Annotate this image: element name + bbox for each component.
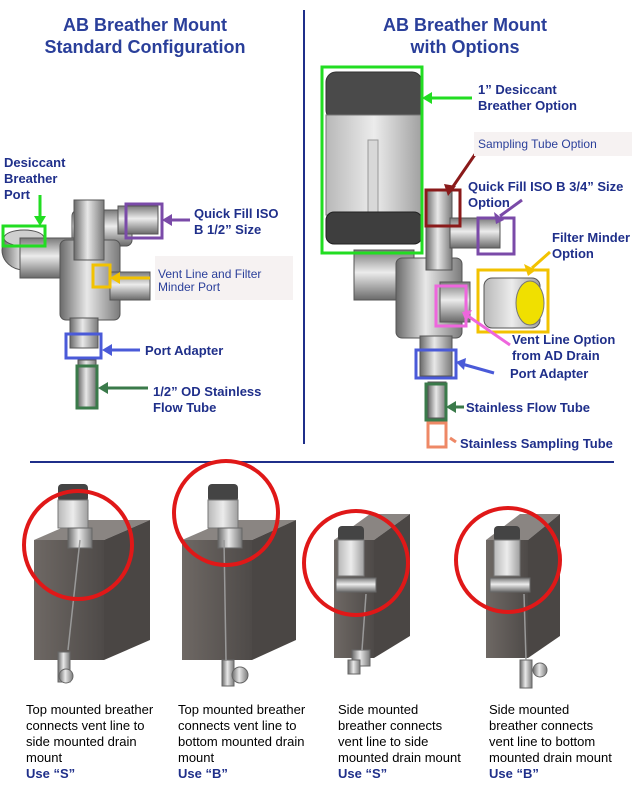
caption-2-line1: Top mounted breather bbox=[178, 702, 306, 717]
caption-3: Side mounted breather connects vent line… bbox=[338, 702, 488, 782]
vent-port-box-left bbox=[91, 263, 112, 289]
caption-3-line2: breather connects bbox=[338, 718, 443, 733]
tank-4 bbox=[454, 506, 562, 689]
label-quick-fill-right-line1: Quick Fill ISO B 3/4” Size bbox=[468, 179, 624, 194]
left-assembly bbox=[1, 199, 159, 409]
tank-3 bbox=[302, 509, 410, 675]
label-vent-line-left: Vent Line and Filter Minder Port bbox=[158, 268, 261, 294]
label-flow-tube-left-line2: Flow Tube bbox=[153, 400, 217, 415]
caption-4: Side mounted breather connects vent line… bbox=[489, 702, 639, 782]
label-quick-fill-left-line1: Quick Fill ISO bbox=[194, 206, 279, 221]
label-vent-line-option-line2: from AD Drain bbox=[512, 348, 600, 363]
label-desiccant-port-line3: Port bbox=[4, 187, 30, 202]
sampling-label-bg bbox=[474, 132, 632, 156]
caption-1-line4: mount bbox=[26, 750, 63, 765]
label-vent-line-option: Vent Line Option from AD Drain bbox=[512, 332, 615, 364]
label-desiccant-port-line1: Desiccant bbox=[4, 155, 66, 170]
caption-1-line3: side mounted drain bbox=[26, 734, 137, 749]
label-desiccant-port-line2: Breather bbox=[4, 171, 58, 186]
label-vent-line-left-line1: Vent Line and Filter bbox=[158, 267, 262, 281]
label-sampling-tube: Stainless Sampling Tube bbox=[460, 436, 613, 451]
label-quick-fill-right: Quick Fill ISO B 3/4” Size Option bbox=[468, 179, 623, 211]
caption-2-use: Use “B” bbox=[178, 766, 228, 781]
vent-line-label-bg bbox=[155, 256, 293, 300]
label-flow-tube-left: 1/2” OD Stainless Flow Tube bbox=[153, 384, 261, 416]
label-filter-minder: Filter Minder Option bbox=[552, 230, 630, 262]
label-desiccant-option: 1” Desiccant Breather Option bbox=[478, 82, 577, 114]
label-desiccant-option-line1: 1” Desiccant bbox=[478, 82, 557, 97]
left-title-line1: AB Breather Mount bbox=[62, 15, 227, 35]
port-adapter-box-right bbox=[414, 348, 458, 380]
label-vent-line-option-line1: Vent Line Option bbox=[512, 332, 616, 347]
vent-line-option-box bbox=[434, 284, 468, 328]
label-filter-minder-line2: Option bbox=[552, 246, 594, 261]
right-title: AB Breather Mount with Options bbox=[340, 14, 590, 58]
right-title-line2: with Options bbox=[410, 37, 520, 57]
caption-1-line2: connects vent line to bbox=[26, 718, 145, 733]
caption-1-use: Use “S” bbox=[26, 766, 76, 781]
label-desiccant-port: Desiccant Breather Port bbox=[4, 155, 65, 203]
tank-2 bbox=[172, 459, 296, 687]
left-arrows bbox=[34, 195, 190, 394]
label-filter-minder-line1: Filter Minder bbox=[552, 230, 631, 245]
caption-2: Top mounted breather connects vent line … bbox=[178, 702, 328, 782]
caption-3-line1: Side mounted bbox=[338, 702, 419, 717]
label-quick-fill-right-line2: Option bbox=[468, 195, 510, 210]
caption-4-line3: vent line to bottom bbox=[489, 734, 596, 749]
label-vent-line-left-line2: Minder Port bbox=[158, 280, 221, 294]
caption-3-line4: mounted drain mount bbox=[338, 750, 461, 765]
caption-4-line4: mounted drain mount bbox=[489, 750, 612, 765]
caption-3-use: Use “S” bbox=[338, 766, 388, 781]
caption-2-line2: connects vent line to bbox=[178, 718, 297, 733]
left-title: AB Breather Mount Standard Configuration bbox=[20, 14, 270, 58]
caption-2-line3: bottom mounted drain bbox=[178, 734, 305, 749]
label-flow-tube-left-line1: 1/2” OD Stainless bbox=[153, 384, 262, 399]
caption-4-line2: breather connects bbox=[489, 718, 594, 733]
filter-minder-box bbox=[476, 268, 550, 334]
port-adapter-box-left bbox=[64, 332, 103, 360]
flow-tube-box-left bbox=[75, 364, 99, 410]
right-arrows bbox=[422, 92, 551, 444]
label-quick-fill-left: Quick Fill ISO B 1/2” Size bbox=[194, 206, 279, 238]
tank-1 bbox=[22, 484, 150, 684]
flow-tube-box-right bbox=[424, 382, 448, 422]
desiccant-port-box bbox=[1, 224, 47, 248]
label-port-adapter-left: Port Adapter bbox=[145, 343, 224, 358]
sampling-tube-box bbox=[426, 421, 448, 449]
left-title-line2: Standard Configuration bbox=[44, 37, 246, 57]
desiccant-option-box bbox=[320, 65, 424, 255]
label-desiccant-option-line2: Breather Option bbox=[478, 98, 577, 113]
quick-fill-box-left bbox=[124, 202, 164, 240]
caption-3-line3: vent line to side bbox=[338, 734, 429, 749]
label-port-adapter-right: Port Adapter bbox=[510, 366, 589, 381]
right-title-line1: AB Breather Mount bbox=[382, 15, 547, 35]
label-quick-fill-left-line2: B 1/2” Size bbox=[194, 222, 262, 237]
sampling-option-box bbox=[424, 188, 462, 228]
caption-4-use: Use “B” bbox=[489, 766, 539, 781]
label-sampling-option: Sampling Tube Option bbox=[478, 137, 597, 151]
caption-1: Top mounted breather connects vent line … bbox=[26, 702, 176, 782]
caption-1-line1: Top mounted breather bbox=[26, 702, 154, 717]
right-assembly bbox=[325, 71, 545, 419]
caption-4-line1: Side mounted bbox=[489, 702, 570, 717]
caption-2-line4: mount bbox=[178, 750, 215, 765]
label-flow-tube-right: Stainless Flow Tube bbox=[466, 400, 591, 415]
